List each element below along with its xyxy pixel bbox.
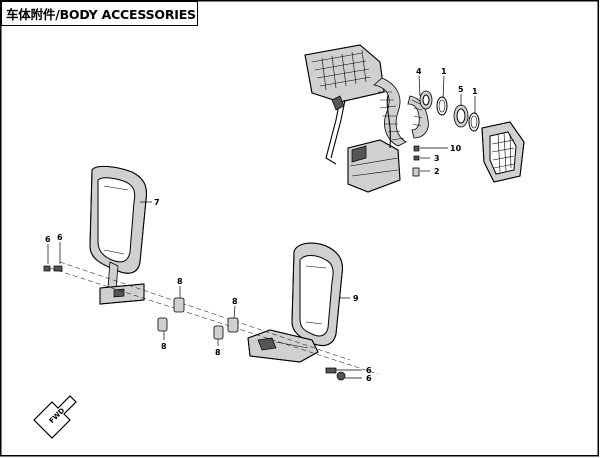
callout-5: 5 (458, 85, 464, 94)
callout-7: 7 (154, 198, 160, 207)
callout-8c: 8 (161, 342, 167, 351)
callout-6c: 6 (366, 366, 372, 375)
air-intake-assembly (304, 44, 525, 193)
callout-4: 4 (416, 67, 422, 76)
callout-10: 10 (450, 144, 462, 153)
mirror-left-assembly (89, 165, 148, 305)
callout-1b: 1 (472, 87, 478, 96)
callout-labels: 1 1 2 3 4 5 6 6 6 6 7 8 8 8 8 9 10 (45, 67, 478, 383)
page-title: 车体附件/BODY ACCESSORIES (1, 1, 198, 26)
callout-8a: 8 (177, 277, 183, 286)
leader-lines (47, 75, 476, 379)
callout-6b: 6 (57, 233, 63, 242)
callout-8b: 8 (232, 297, 238, 306)
mirror-right-assembly (247, 242, 344, 363)
callout-3: 3 (434, 154, 440, 163)
callout-1a: 1 (441, 67, 447, 76)
callout-8d: 8 (215, 348, 221, 357)
fwd-arrow-icon: FWD (33, 395, 77, 439)
callout-2: 2 (434, 167, 440, 176)
callout-6d: 6 (366, 374, 372, 383)
callout-9: 9 (353, 294, 359, 303)
callout-6a: 6 (45, 235, 51, 244)
hardware-parts (43, 261, 379, 381)
